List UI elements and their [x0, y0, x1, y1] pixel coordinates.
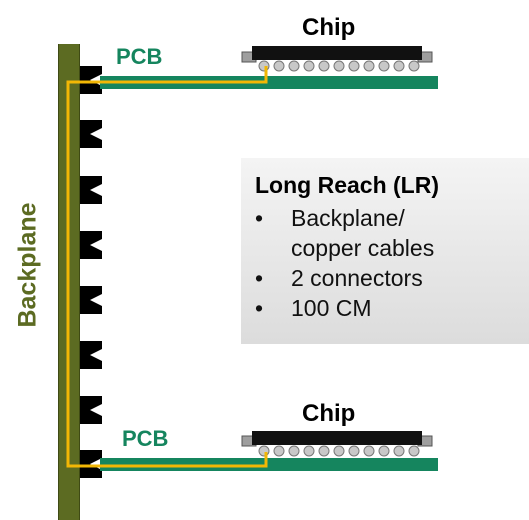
- pcb-board-bottom: [100, 458, 438, 471]
- chip-label-bottom: Chip: [302, 400, 356, 427]
- pcb-board-top: [100, 76, 438, 89]
- bullet-text: Backplane/ copper cables: [291, 205, 435, 261]
- bullet-item: • Backplane/ copper cables: [255, 203, 529, 263]
- info-title: Long Reach (LR): [255, 172, 439, 198]
- bullet-icon: •: [255, 205, 264, 231]
- bullet-item: • 100 CM: [255, 293, 529, 323]
- chip-top: [241, 46, 433, 72]
- bullet-text: 100 CM: [291, 295, 372, 321]
- pcb-label-bottom: PCB: [122, 426, 169, 451]
- chip-label-top: Chip: [302, 14, 356, 41]
- bullet-icon: •: [255, 265, 264, 291]
- chip-bottom: [241, 431, 433, 457]
- pcb-label-top: PCB: [116, 44, 163, 69]
- connector-group: [80, 66, 102, 478]
- info-box: Long Reach (LR) • Backplane/ copper cabl…: [241, 158, 529, 344]
- bullet-item: • 2 connectors: [255, 263, 529, 293]
- bullet-icon: •: [255, 295, 264, 321]
- bullet-text: 2 connectors: [291, 265, 423, 291]
- signal-trace: [66, 66, 268, 468]
